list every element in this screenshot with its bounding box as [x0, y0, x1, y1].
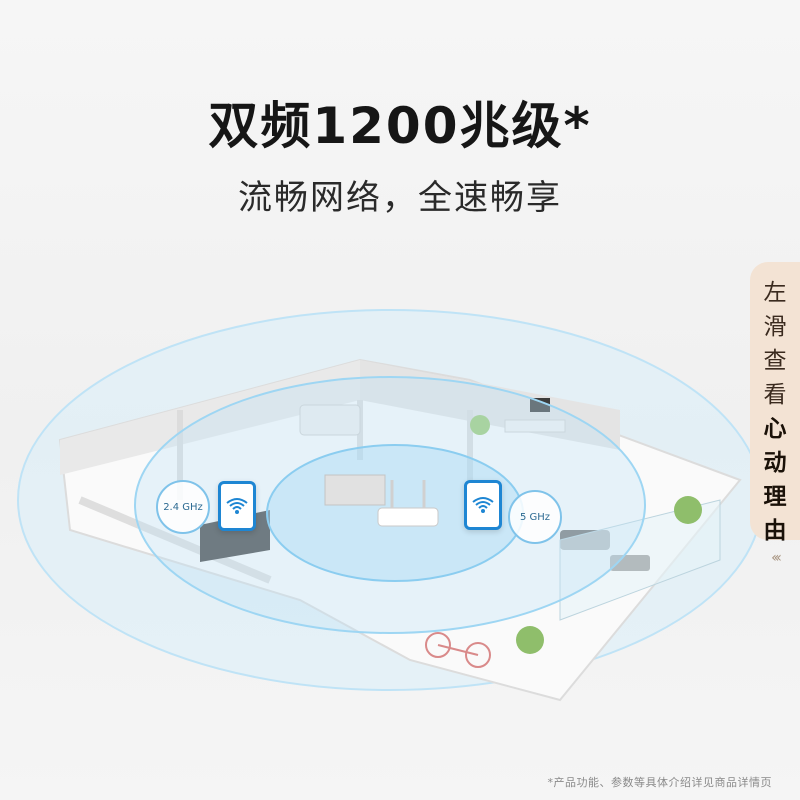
floor-plan-image — [17, 309, 763, 702]
swipe-tab-char: 动 — [763, 450, 787, 476]
disclaimer-footnote: *产品功能、参数等具体介绍详见商品详情页 — [547, 776, 772, 789]
wifi-icon — [472, 497, 494, 513]
swipe-tab-char: 左 — [763, 280, 787, 306]
swipe-left-tab[interactable]: 左 滑 查 看 心 动 理 由 ‹‹‹ — [750, 262, 800, 566]
page-subtitle: 流畅网络，全速畅享 — [238, 178, 562, 218]
swipe-tab-char: 理 — [763, 484, 787, 510]
wifi-phone-icon — [218, 481, 256, 531]
swipe-tab-char: 滑 — [763, 314, 787, 340]
swipe-tab-char: 由 — [763, 518, 787, 544]
swipe-tab-char: 查 — [763, 348, 787, 374]
swipe-tab-char: 心 — [763, 416, 787, 442]
wifi-icon — [226, 498, 248, 514]
page-title: 双频1200兆级* — [208, 97, 592, 155]
chevron-left-icon: ‹‹‹ — [771, 550, 782, 566]
band-5ghz-label: 5 GHz — [519, 511, 551, 523]
house-coverage-illustration: 2.4 GHz 5 GHz — [0, 300, 800, 720]
band-5ghz-badge: 5 GHz — [508, 490, 562, 544]
band-2-4ghz-badge: 2.4 GHz — [156, 480, 210, 534]
band-2-4ghz-label: 2.4 GHz — [163, 501, 203, 513]
wifi-phone-icon-5ghz — [464, 480, 502, 530]
swipe-tab-char: 看 — [763, 382, 787, 408]
